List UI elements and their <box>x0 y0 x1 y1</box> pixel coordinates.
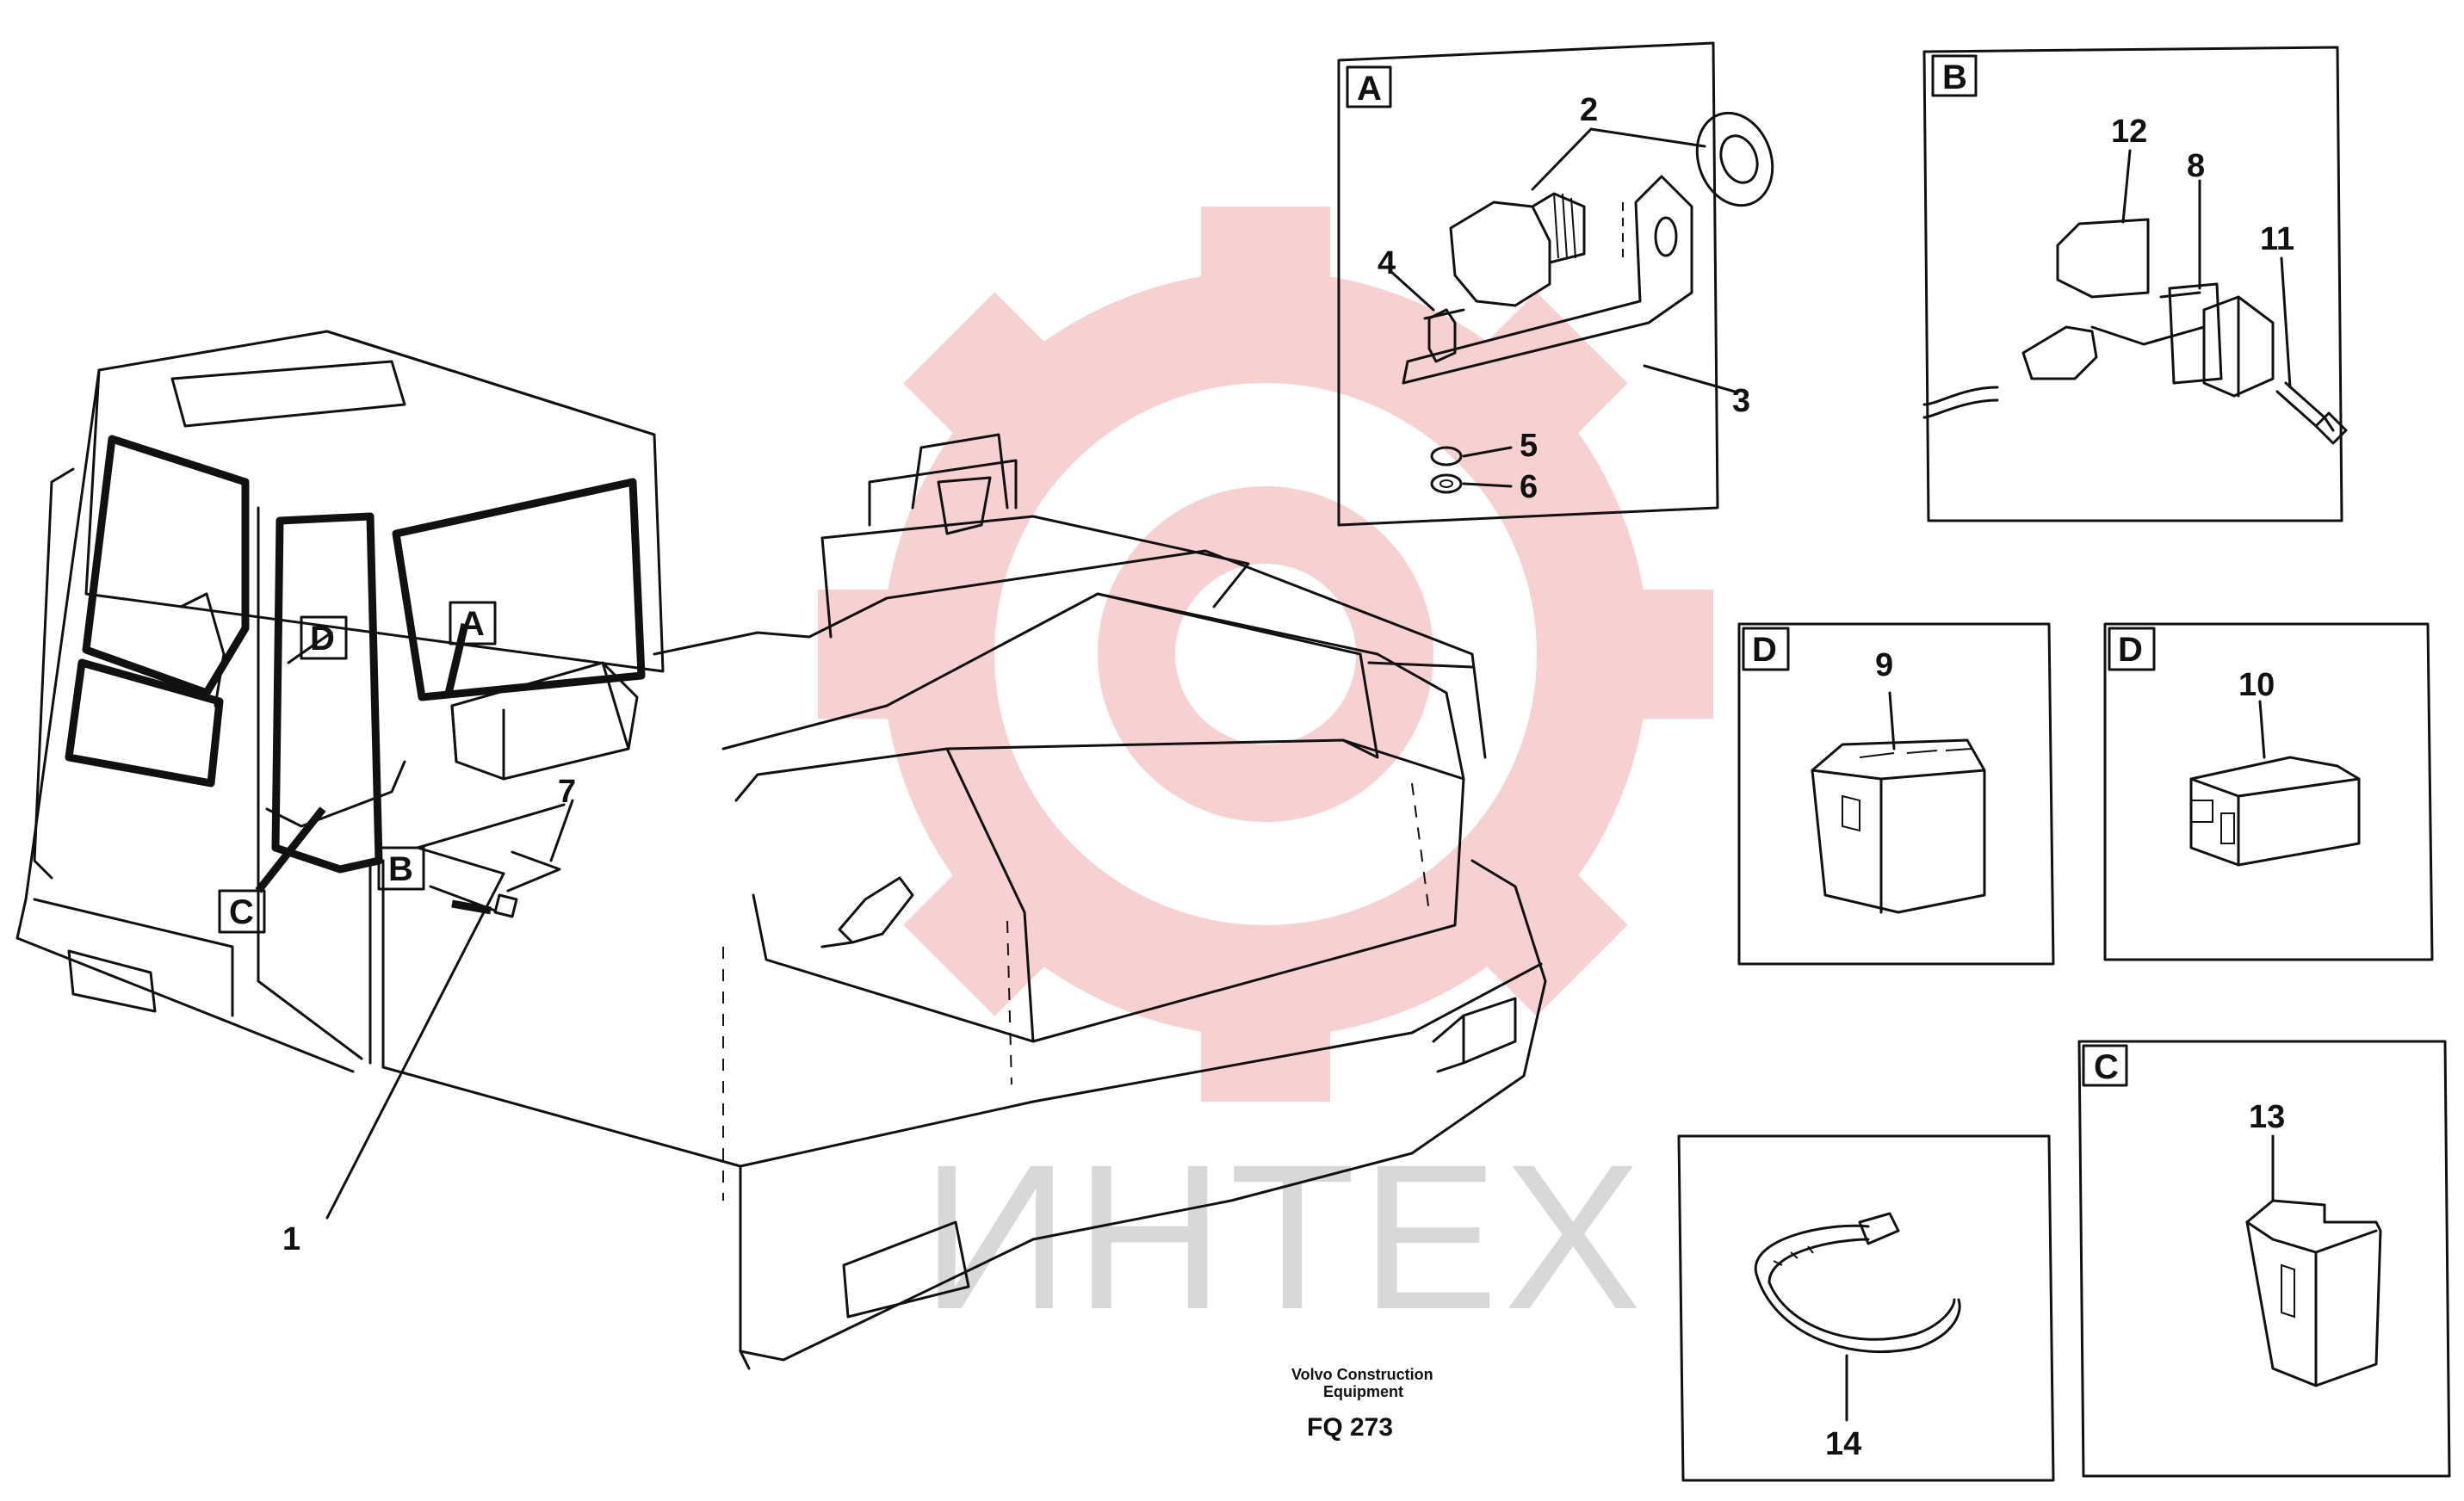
caption-figure-code: FQ 273 <box>1307 1413 1393 1442</box>
detail-panel-cable-tie <box>1677 1134 2055 1482</box>
watermark-gear-tooth <box>1201 207 1330 310</box>
panel-key-box-b <box>1931 54 1978 97</box>
watermark-gear-tooth <box>1463 851 1628 1016</box>
watermark: ИНТЕХ <box>818 207 1713 1352</box>
callout-2: 2 <box>1580 92 1598 128</box>
excavator-drawing <box>15 330 1547 1370</box>
main-key-box-d <box>300 615 348 660</box>
panel-key-box-a <box>1346 65 1392 108</box>
main-key-box-b <box>377 846 425 891</box>
watermark-text: ИНТЕХ <box>921 1121 1647 1352</box>
watermark-gear-tooth <box>818 590 921 719</box>
watermark-gear-tooth <box>903 851 1068 1016</box>
main-key-b: B <box>388 850 413 888</box>
callout-6: 6 <box>1520 469 1538 505</box>
panel-key-a: A <box>1357 70 1382 108</box>
callout-10: 10 <box>2238 667 2275 703</box>
callout-12: 12 <box>2111 114 2147 150</box>
callout-14: 14 <box>1825 1426 1861 1462</box>
detail-panel-c <box>2077 1040 2451 1478</box>
callout-5: 5 <box>1520 428 1538 464</box>
panel-key-c: C <box>2094 1048 2119 1086</box>
watermark-gear-tooth <box>1201 998 1330 1102</box>
panel-key-d2: D <box>2118 631 2143 669</box>
caption-company: Volvo Construction <box>1291 1366 1433 1383</box>
callout-3: 3 <box>1732 383 1750 419</box>
figure-caption: Volvo Construction Equipment FQ 273 <box>1291 1366 1433 1442</box>
callout-8: 8 <box>2187 148 2205 184</box>
panel-key-box-d1 <box>1742 627 1790 671</box>
detail-panel-d-9 <box>1737 622 2055 966</box>
callout-7: 7 <box>558 774 576 810</box>
panel-key-box-d2 <box>2108 627 2156 671</box>
panel-key-d1: D <box>1752 631 1777 669</box>
panel-key-box-c <box>2082 1044 2128 1087</box>
detail-panel-a <box>1337 41 1774 527</box>
callout-9: 9 <box>1875 647 1893 683</box>
panel-key-b: B <box>1942 59 1967 96</box>
detail-panel-b <box>1922 46 2348 522</box>
detail-key-boxes: A B D D C A D B C <box>218 54 2156 1087</box>
watermark-gear-icon <box>818 207 1713 1102</box>
watermark-gear-tooth <box>1610 590 1713 719</box>
main-key-box-c <box>218 889 266 934</box>
detail-panel-d-10 <box>2103 622 2434 961</box>
main-key-box-a <box>449 601 497 645</box>
main-key-d: D <box>310 620 335 658</box>
callout-13: 13 <box>2249 1099 2285 1135</box>
caption-equipment: Equipment <box>1323 1383 1403 1400</box>
callout-4: 4 <box>1377 245 1396 281</box>
main-key-a: A <box>460 605 485 643</box>
main-key-c: C <box>229 893 254 931</box>
callout-11: 11 <box>2260 221 2294 257</box>
watermark-gear-tooth <box>903 292 1068 457</box>
watermark-gear-tooth <box>1463 292 1628 457</box>
callout-1: 1 <box>282 1221 300 1257</box>
main-leaders <box>255 622 574 1220</box>
callout-numbers: 1 7 2 3 4 5 6 12 8 11 9 10 13 14 <box>282 92 2294 1462</box>
